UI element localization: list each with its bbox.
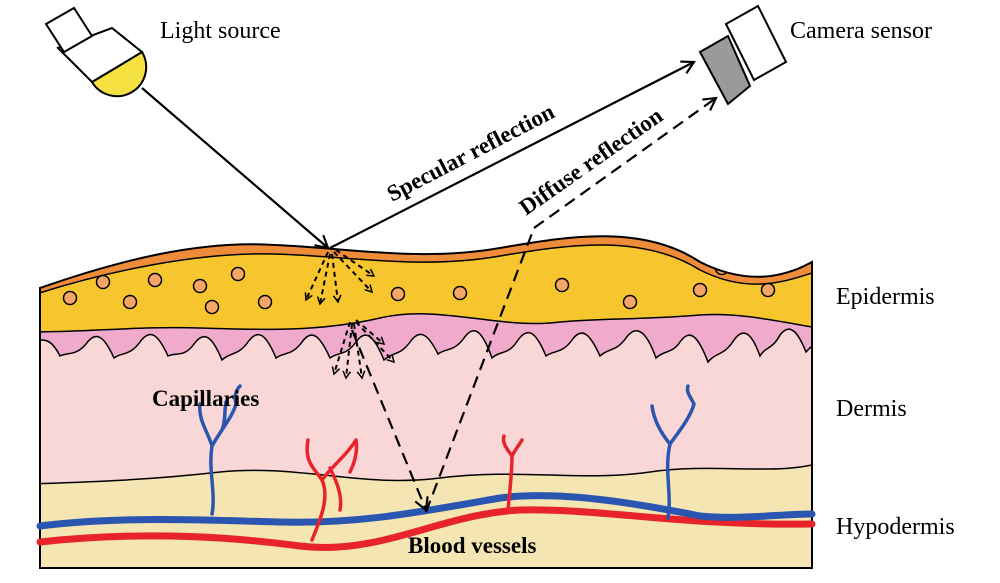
epidermis-scattering (306, 249, 374, 304)
specular-reflection-ray (329, 60, 696, 249)
epidermis-cell (452, 285, 468, 301)
epidermis-cell (390, 286, 406, 302)
light-paths (141, 60, 718, 513)
epidermis-cell (554, 277, 570, 293)
light-source: Light source (44, 6, 281, 98)
camera-sensor-label: Camera sensor (790, 18, 932, 44)
camera-body (724, 4, 788, 82)
epidermis-cell (257, 294, 273, 310)
incident-light-ray (141, 87, 330, 250)
epidermis-cell (122, 294, 138, 310)
scatter-arrow (353, 323, 362, 378)
epidermis-cell (230, 266, 246, 282)
lamp-cap (44, 6, 94, 54)
artery-capillary-right (501, 434, 524, 512)
dermis-label: Dermis (836, 396, 907, 422)
capillaries-label: Capillaries (152, 386, 259, 411)
light-source-icon (44, 6, 148, 98)
vein-capillary-left (198, 384, 242, 516)
artery-capillaries (305, 434, 524, 542)
scatter-arrow (333, 251, 372, 292)
camera-lens (698, 34, 752, 106)
vein-capillary-right (650, 384, 696, 520)
scatter-arrow (355, 319, 384, 344)
diffuse-reflection-ray-exit (533, 96, 718, 229)
camera-icon (698, 4, 788, 106)
epidermis-cell (760, 282, 776, 298)
diffuse-reflection-ray (424, 227, 536, 513)
scatter-arrow (331, 253, 338, 302)
scatter-arrow (334, 321, 351, 374)
scatter-arrow (355, 321, 394, 362)
hypodermis-label: Hypodermis (836, 514, 955, 540)
penetrating-ray (350, 329, 429, 513)
vein-main (36, 492, 816, 530)
epidermis-cell (147, 272, 163, 288)
dermis-scattering (334, 319, 394, 378)
epidermis-cell (622, 294, 638, 310)
scatter-arrow (335, 249, 374, 276)
blood-vessels-label: Blood vessels (408, 533, 536, 558)
blood-vessels (36, 384, 816, 551)
artery-capillary-left (305, 438, 359, 542)
epidermis-cell (204, 299, 220, 315)
epidermis-label: Epidermis (836, 284, 935, 310)
skin-outline (39, 235, 813, 569)
epidermis-cell (192, 278, 208, 294)
epidermis-cell (692, 282, 708, 298)
epidermis-cell (95, 274, 111, 290)
camera-sensor: Camera sensor (698, 4, 932, 106)
epidermis-cell (62, 290, 78, 306)
scatter-arrow (346, 323, 353, 378)
light-source-label: Light source (160, 18, 281, 44)
light-bulb (90, 50, 148, 98)
artery-main (36, 506, 816, 551)
vein-capillaries (198, 384, 696, 520)
